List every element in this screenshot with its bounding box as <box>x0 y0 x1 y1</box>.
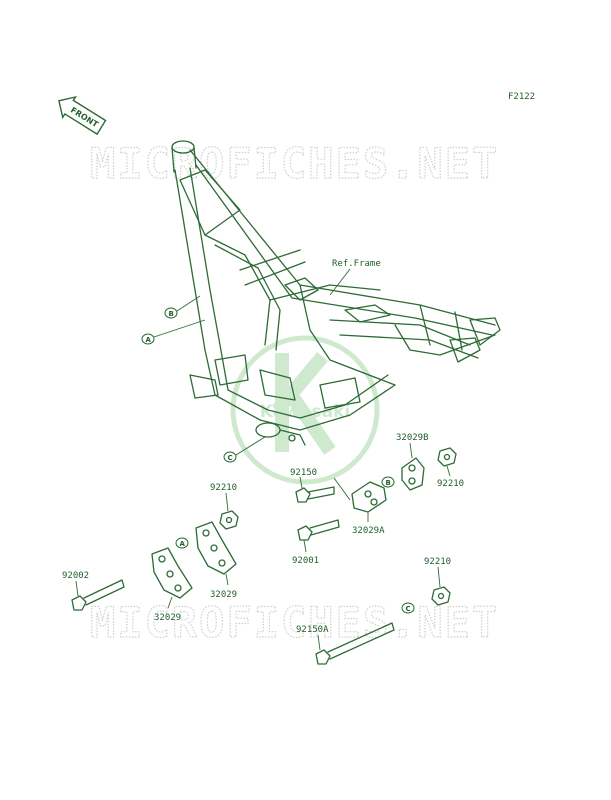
label-32029a: 32029A <box>352 526 385 536</box>
label-92150a: 92150A <box>296 625 329 635</box>
part-32029a-bracket <box>351 481 387 513</box>
part-92210-top-nut <box>437 447 457 467</box>
callout-a-part: A <box>175 537 189 549</box>
label-32029-right: 32029 <box>210 590 237 600</box>
label-92210-left: 92210 <box>210 483 237 493</box>
label-92210-top: 92210 <box>437 479 464 489</box>
svg-text:B: B <box>169 310 174 318</box>
label-92001: 92001 <box>292 556 319 566</box>
label-92002: 92002 <box>62 571 89 581</box>
reference-frame-label: Ref.Frame <box>332 259 381 269</box>
part-32029-right-bracket <box>195 521 237 575</box>
svg-text:A: A <box>180 540 186 548</box>
label-92210-bottom: 92210 <box>424 557 451 567</box>
callout-c-part: C <box>401 602 415 614</box>
part-92002-bolt <box>71 579 125 611</box>
part-92210-left-nut <box>219 510 239 530</box>
part-92150-bolt <box>295 486 335 503</box>
kawasaki-logo: Kawasaki <box>230 335 380 485</box>
part-32029b-bracket <box>401 457 425 491</box>
figure-code: F2122 <box>508 92 535 102</box>
front-arrow-icon: FRONT <box>58 95 107 136</box>
frame-drawing <box>171 140 501 446</box>
svg-text:A: A <box>146 336 152 344</box>
svg-text:C: C <box>406 605 411 613</box>
part-92001-bolt <box>297 519 340 541</box>
watermark-top: MICROFICHES.NET <box>90 139 499 188</box>
callout-a-frame: A <box>141 319 206 345</box>
part-32029-left-bracket <box>151 547 193 599</box>
label-32029-left: 32029 <box>154 613 181 623</box>
callout-b-frame: B <box>164 295 201 319</box>
callout-c-frame: C <box>223 436 266 463</box>
label-32029b: 32029B <box>396 433 429 443</box>
svg-text:C: C <box>228 454 233 462</box>
watermark-bottom: MICROFICHES.NET <box>90 598 499 647</box>
callout-b-part: B <box>381 476 395 488</box>
part-92150a-long-bolt <box>315 622 395 665</box>
svg-text:B: B <box>386 479 391 487</box>
label-92150: 92150 <box>290 468 317 478</box>
part-92210-bottom-nut <box>431 586 451 606</box>
